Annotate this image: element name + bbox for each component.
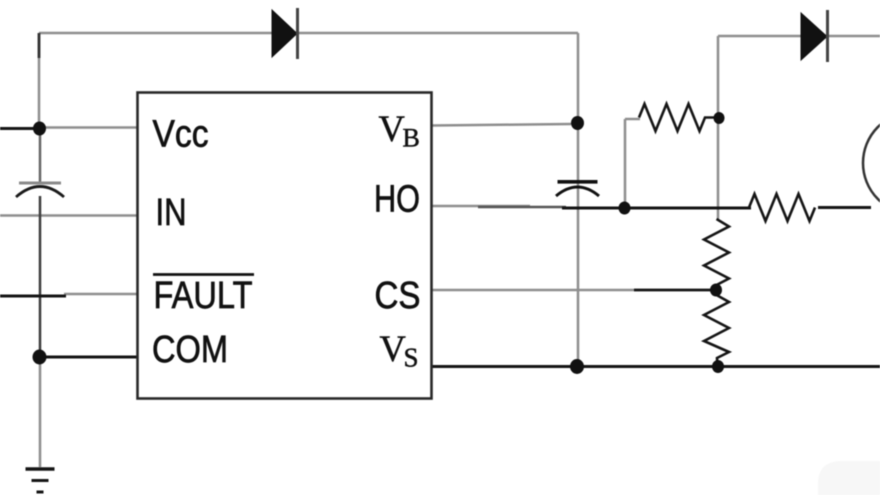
svg-text:HO: HO xyxy=(374,179,420,221)
svg-text:S: S xyxy=(404,343,419,373)
svg-text:CS: CS xyxy=(375,275,421,317)
svg-text:Vcc: Vcc xyxy=(153,114,209,156)
svg-text:FAULT: FAULT xyxy=(154,275,253,317)
svg-text:IN: IN xyxy=(156,192,187,234)
svg-text:V: V xyxy=(380,328,406,369)
svg-text:COM: COM xyxy=(152,329,228,371)
svg-text:B: B xyxy=(403,124,420,153)
svg-text:V: V xyxy=(379,108,405,149)
